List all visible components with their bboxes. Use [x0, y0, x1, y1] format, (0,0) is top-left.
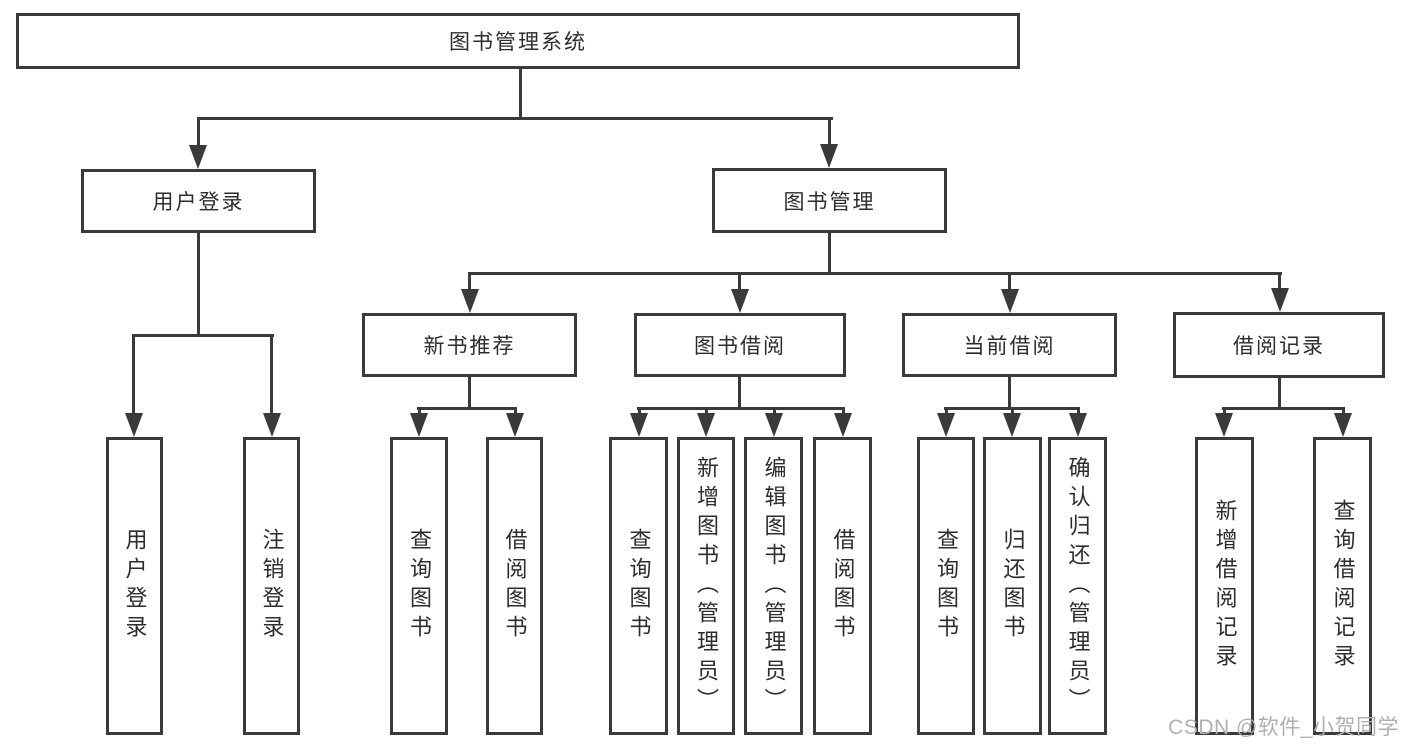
arrow-down-icon [765, 413, 783, 437]
connector-book-management-stem [828, 231, 831, 274]
watermark: CSDN @软件_小贺同学 [1168, 716, 1399, 739]
node-user-login-box: 用户登录 [81, 169, 316, 233]
node-current-borrow-box: 当前借阅 [902, 313, 1117, 377]
arrow-down-icon [820, 144, 838, 168]
node-book-borrow-box: 图书借阅 [634, 313, 846, 377]
connector-drop-current-borrow [1008, 274, 1011, 294]
connector-drop-new-book-recommend [468, 274, 471, 294]
node-borrow-record-box: 借阅记录 [1173, 312, 1385, 378]
connector-book-borrow-stem [738, 377, 741, 409]
connector-drop-book-borrow [738, 274, 741, 294]
node-root-box: 图书管理系统 [16, 13, 1020, 69]
arrow-down-icon [461, 289, 479, 313]
connector-drop-borrow-record [1278, 274, 1281, 293]
arrow-down-icon [263, 413, 281, 437]
connector-drop-leaf-logout [270, 336, 273, 418]
connector-new-book-recommend-branch [417, 407, 517, 410]
leaf-user-login-box: 用户登录 [106, 437, 163, 735]
arrow-down-icon [937, 413, 955, 437]
connector-drop-leaf-user-login [132, 336, 135, 418]
arrow-down-icon [630, 413, 648, 437]
connector-new-book-recommend-stem [468, 377, 471, 409]
connector-book-borrow-branch [637, 407, 845, 410]
connector-borrow-record-stem [1278, 378, 1281, 409]
connector-root-trunk [519, 67, 522, 120]
leaf-borrow-borrow-book-box: 借阅图书 [813, 437, 872, 735]
connector-level2-branch [197, 117, 833, 120]
leaf-record-query-record-box: 查询借阅记录 [1313, 437, 1372, 735]
arrow-down-icon [410, 413, 428, 437]
connector-borrow-record-branch [1222, 407, 1345, 410]
arrow-down-icon [125, 413, 143, 437]
connector-user-login-stem [197, 232, 200, 336]
leaf-borrow-add-book-box: 新增图书（管理员） [677, 437, 735, 735]
arrow-down-icon [1069, 413, 1087, 437]
connector-level3-branch [468, 272, 1282, 275]
leaf-borrow-edit-book-box: 编辑图书（管理员） [744, 437, 803, 735]
node-book-management-box: 图书管理 [712, 168, 947, 233]
arrow-down-icon [1001, 289, 1019, 313]
node-new-book-recommend-box: 新书推荐 [362, 313, 577, 377]
arrow-down-icon [1334, 413, 1352, 437]
leaf-newrec-borrow-book-box: 借阅图书 [486, 437, 543, 735]
connector-drop-book-management [828, 119, 831, 149]
connector-current-borrow-branch [944, 407, 1080, 410]
leaf-current-return-book-box: 归还图书 [983, 437, 1042, 735]
arrow-down-icon [1003, 413, 1021, 437]
leaf-logout-box: 注销登录 [243, 437, 300, 735]
arrow-down-icon [1271, 288, 1289, 312]
leaf-current-confirm-return-box: 确认归还（管理员） [1048, 437, 1107, 735]
arrow-down-icon [189, 145, 207, 169]
arrow-down-icon [834, 413, 852, 437]
arrow-down-icon [731, 289, 749, 313]
connector-drop-user-login [197, 119, 200, 149]
arrow-down-icon [1215, 413, 1233, 437]
leaf-record-add-record-box: 新增借阅记录 [1195, 437, 1254, 735]
leaf-borrow-query-book-box: 查询图书 [609, 437, 668, 735]
leaf-current-query-book-box: 查询图书 [917, 437, 975, 735]
arrow-down-icon [697, 413, 715, 437]
arrow-down-icon [506, 413, 524, 437]
connector-current-borrow-stem [1008, 377, 1011, 409]
leaf-newrec-query-book-box: 查询图书 [390, 437, 448, 735]
connector-user-login-branch [132, 334, 274, 337]
